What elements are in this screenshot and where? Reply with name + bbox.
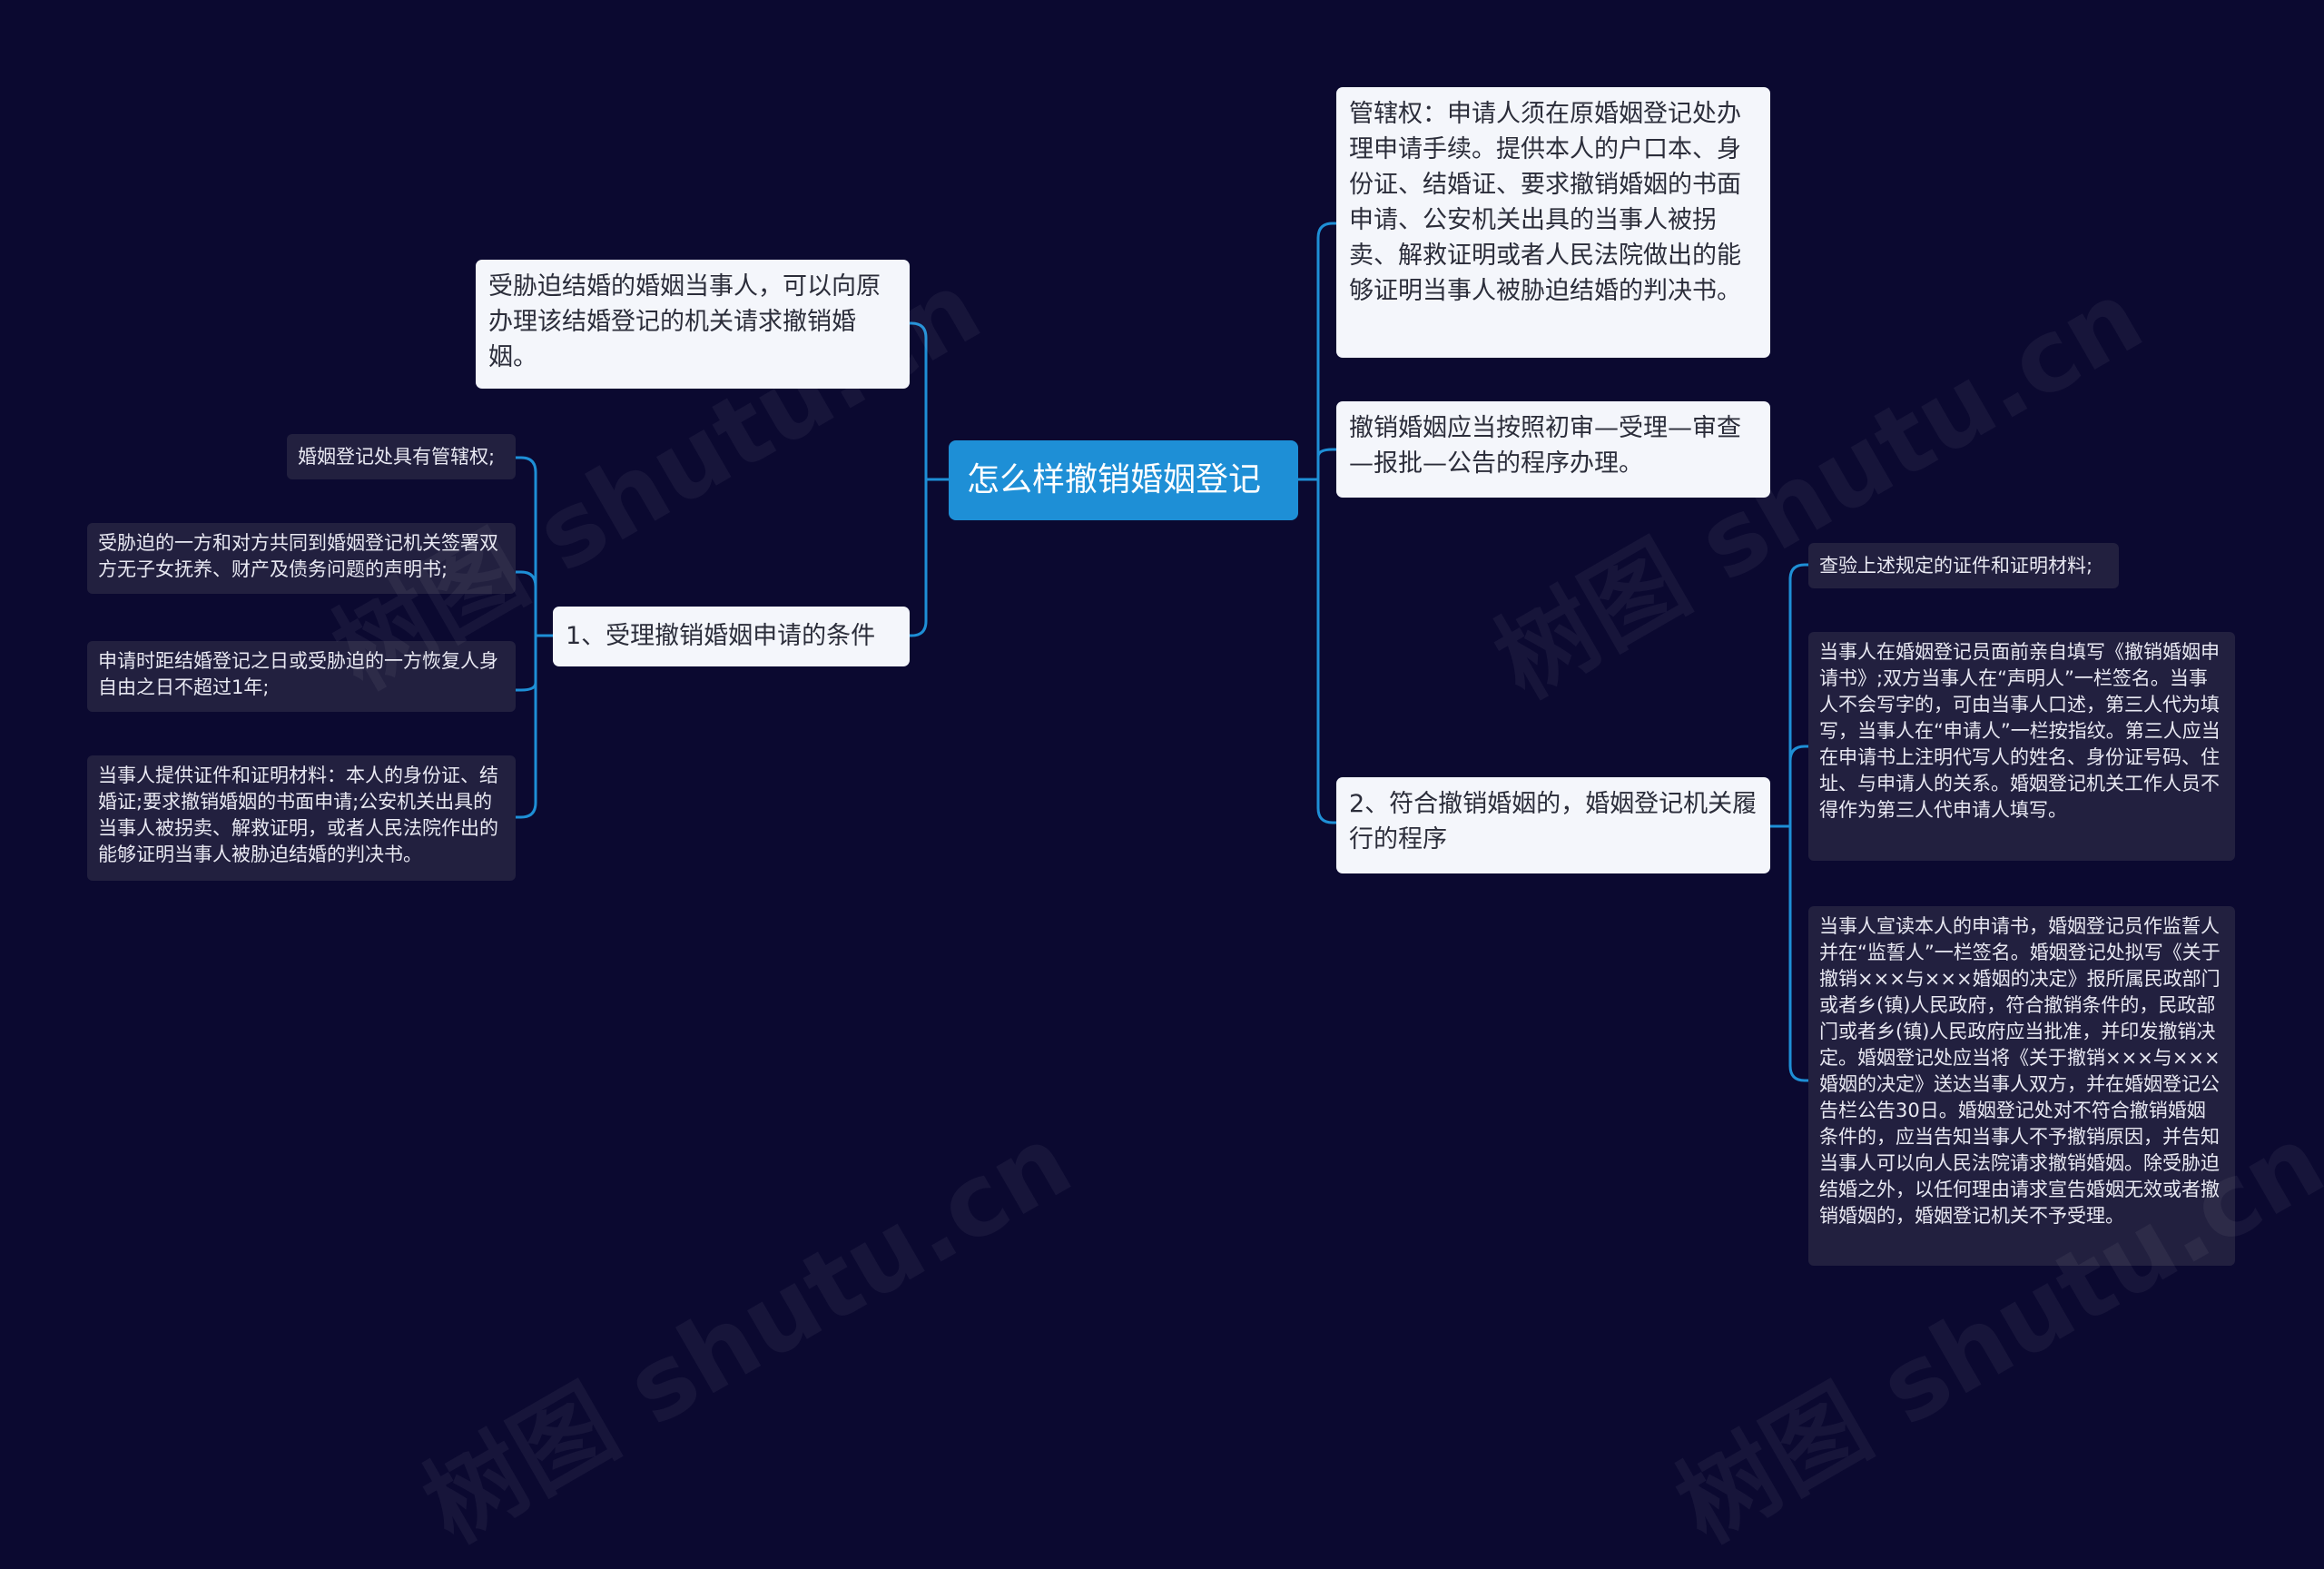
connector-lines — [516, 222, 1808, 1082]
link-procedure-children — [1770, 563, 1808, 1082]
center-topic[interactable]: 怎么样撤销婚姻登记 — [949, 440, 1298, 520]
node-condition-declaration[interactable]: 受胁迫的一方和对方共同到婚姻登记机关签署双方无子女抚养、财产及债务问题的声明书; — [87, 523, 516, 594]
node-acceptance-conditions[interactable]: 1、受理撤销婚姻申请的条件 — [553, 607, 910, 666]
node-procedure-order[interactable]: 撤销婚姻应当按照初审—受理—审查—报批—公告的程序办理。 — [1336, 401, 1770, 498]
node-condition-documents[interactable]: 当事人提供证件和证明材料：本人的身份证、结婚证;要求撤销婚姻的书面申请;公安机关… — [87, 755, 516, 881]
node-condition-jurisdiction[interactable]: 婚姻登记处具有管辖权; — [287, 434, 516, 479]
link-center-right — [1298, 222, 1336, 824]
node-registration-procedure[interactable]: 2、符合撤销婚姻的，婚姻登记机关履行的程序 — [1336, 777, 1770, 873]
mindmap-canvas: 怎么样撤销婚姻登记 受胁迫结婚的婚姻当事人，可以向原办理该结婚登记的机关请求撤销… — [87, 87, 2324, 1564]
link-center-left — [910, 321, 949, 637]
node-procedure-decision[interactable]: 当事人宣读本人的申请书，婚姻登记员作监誓人并在“监誓人”一栏签名。婚姻登记处拟写… — [1808, 906, 2235, 1266]
link-conditions-children — [516, 456, 553, 819]
node-coerced-marriage[interactable]: 受胁迫结婚的婚姻当事人，可以向原办理该结婚登记的机关请求撤销婚姻。 — [476, 260, 910, 389]
node-procedure-verify[interactable]: 查验上述规定的证件和证明材料; — [1808, 543, 2119, 588]
node-procedure-application[interactable]: 当事人在婚姻登记员面前亲自填写《撤销婚姻申请书》;双方当事人在“声明人”一栏签名… — [1808, 632, 2235, 861]
node-jurisdiction[interactable]: 管辖权：申请人须在原婚姻登记处办理申请手续。提供本人的户口本、身份证、结婚证、要… — [1336, 87, 1770, 358]
node-condition-time-limit[interactable]: 申请时距结婚登记之日或受胁迫的一方恢复人身自由之日不超过1年; — [87, 641, 516, 712]
